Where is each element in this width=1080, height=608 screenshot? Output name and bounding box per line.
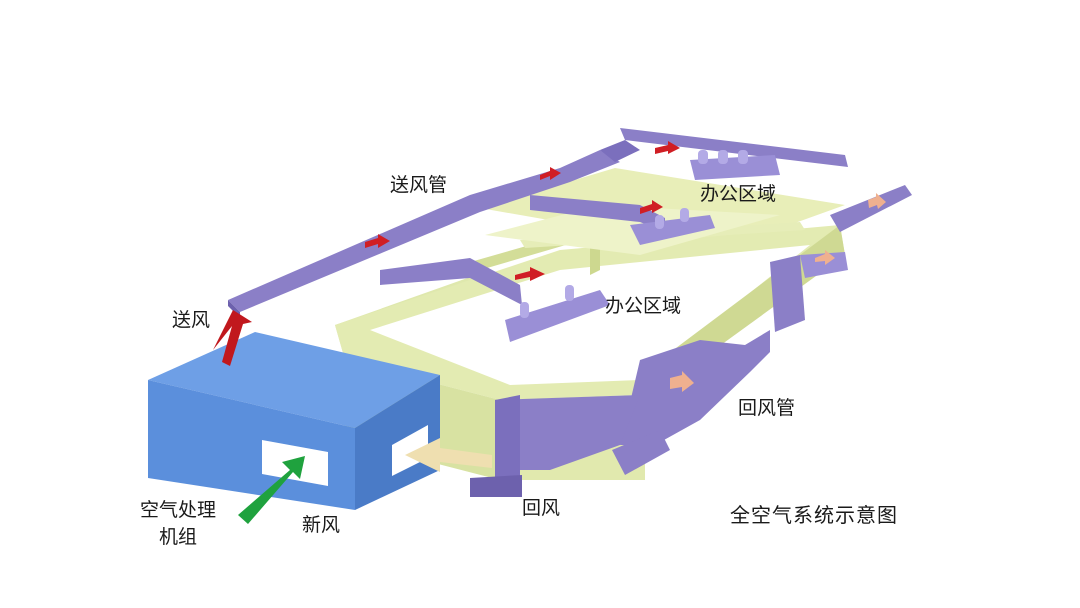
return-elbow (620, 330, 770, 445)
diffuser-6 (520, 302, 529, 318)
return-main (495, 395, 640, 470)
return-outlet (470, 475, 522, 497)
diffuser-1 (698, 150, 708, 164)
return-flow-arrows (670, 193, 886, 392)
label-fresh-air: 新风 (302, 514, 341, 536)
return-lower-right (612, 430, 670, 475)
supply-air-arrow (213, 310, 252, 366)
diffuser-5 (680, 208, 689, 222)
supply-upper-riser (600, 140, 640, 162)
label-return-air: 回风 (522, 497, 561, 519)
return-arrow-1 (868, 193, 886, 209)
label-ahu-line1: 空气处理 (140, 499, 217, 521)
return-down (495, 395, 520, 495)
return-air-inlet (392, 425, 428, 476)
floor-interior (370, 245, 810, 385)
diffuser-3 (738, 150, 748, 164)
supply-flow-arrows (365, 141, 680, 281)
return-duct (470, 185, 912, 497)
label-supply-duct: 送风管 (390, 174, 448, 196)
supply-trunk (228, 150, 620, 312)
flow-arrow-2 (540, 167, 561, 180)
low-terminal (505, 290, 610, 342)
label-supply-air: 送风 (172, 309, 211, 331)
flow-arrow-3 (655, 141, 680, 154)
flow-arrow-4 (640, 200, 663, 214)
return-air-arrow (405, 438, 492, 472)
diagram-caption: 全空气系统示意图 (730, 503, 898, 527)
flow-arrow-1 (365, 234, 390, 248)
unit-top (148, 332, 440, 428)
upper-terminal (690, 155, 780, 180)
air-handling-unit (148, 332, 440, 510)
supply-branch-low (380, 258, 522, 305)
mid-terminal (630, 215, 715, 245)
diffuser-2 (718, 150, 728, 164)
flow-arrow-5 (515, 267, 545, 281)
label-ahu-line2: 机组 (159, 526, 198, 548)
return-arrow-2 (815, 250, 835, 265)
return-arrow-3 (670, 371, 694, 392)
diffuser-7 (565, 285, 574, 301)
fresh-air-arrow (238, 456, 305, 524)
label-office-area-upper: 办公区域 (700, 183, 777, 205)
supply-upper (620, 128, 848, 167)
supply-branch-mid (530, 195, 665, 232)
main-arrows (213, 310, 492, 524)
return-riser-side (800, 252, 848, 278)
label-return-duct: 回风管 (738, 397, 796, 419)
return-riser (770, 255, 805, 332)
return-right-duct (830, 185, 912, 232)
label-office-area-lower: 办公区域 (605, 295, 682, 317)
supply-duct (228, 128, 848, 342)
diffuser-4 (655, 215, 664, 229)
